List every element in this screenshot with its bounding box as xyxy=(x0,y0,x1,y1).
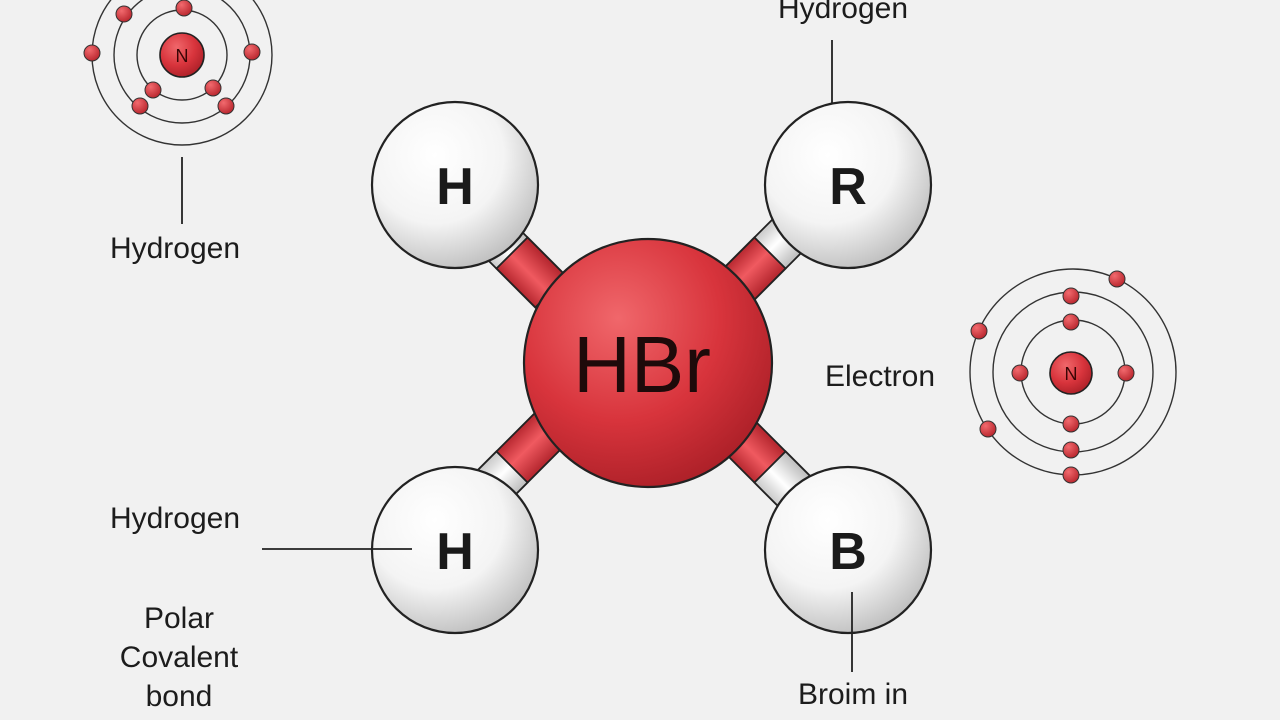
nucleus-label: N xyxy=(176,46,189,66)
electron xyxy=(979,420,997,438)
nucleus xyxy=(1049,351,1093,395)
atom-bottom-right-label: B xyxy=(829,523,867,581)
atom-model-top-left: N xyxy=(83,0,273,146)
atom-bottom-left-label: H xyxy=(436,523,474,581)
electron xyxy=(204,79,222,97)
center-atom-label: HBr xyxy=(573,320,711,409)
electron xyxy=(1117,364,1135,382)
atom-top-right: R xyxy=(763,100,933,270)
atom-top-left: H xyxy=(370,100,540,270)
label-hydrogen-top-right: Hydrogen xyxy=(778,0,908,25)
label-polar-covalent-bond: Polar Covalent bond xyxy=(120,602,239,713)
electron xyxy=(1062,466,1080,484)
label-hydrogen-top-left: Hydrogen xyxy=(110,232,240,265)
polar-line-1: Polar xyxy=(144,602,214,635)
electron xyxy=(970,322,988,340)
electron xyxy=(1062,441,1080,459)
nucleus-label: N xyxy=(1065,364,1078,384)
label-bromine: Broim in xyxy=(798,678,908,711)
electron xyxy=(1062,287,1080,305)
electron xyxy=(1062,313,1080,331)
polar-line-2: Covalent xyxy=(120,641,239,674)
electron xyxy=(243,43,261,61)
electron xyxy=(1062,415,1080,433)
electron xyxy=(144,81,162,99)
atom-top-left-label: H xyxy=(436,158,474,216)
label-hydrogen-bottom-left: Hydrogen xyxy=(110,502,240,535)
atom-model-right: N xyxy=(969,268,1177,484)
electron xyxy=(83,44,101,62)
electron xyxy=(115,5,133,23)
electron xyxy=(1011,364,1029,382)
center-atom: HBr xyxy=(522,237,774,489)
atom-top-right-label: R xyxy=(829,158,867,216)
electron xyxy=(1108,270,1126,288)
electron xyxy=(217,97,235,115)
atom-bottom-right: B xyxy=(763,465,933,635)
electron xyxy=(131,97,149,115)
electron xyxy=(175,0,193,17)
atom-bottom-left: H xyxy=(370,465,540,635)
polar-line-3: bond xyxy=(146,680,213,713)
nucleus xyxy=(159,32,205,78)
label-electron: Electron xyxy=(825,360,935,393)
